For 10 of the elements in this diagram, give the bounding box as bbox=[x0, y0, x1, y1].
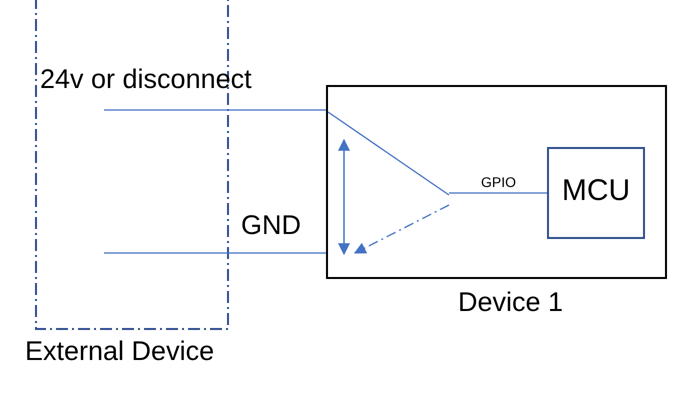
wire-label: GPIO bbox=[481, 175, 516, 189]
wire-label: GND bbox=[241, 212, 301, 239]
mcu-box bbox=[547, 147, 645, 239]
wire bbox=[449, 192, 547, 194]
device-label: MCU bbox=[560, 176, 632, 206]
device-label: Device 1 bbox=[458, 289, 564, 316]
device-label: External Device bbox=[25, 338, 214, 365]
wire bbox=[104, 109, 326, 111]
wire-label: 24v or disconnect bbox=[40, 66, 252, 93]
wire bbox=[104, 252, 326, 254]
